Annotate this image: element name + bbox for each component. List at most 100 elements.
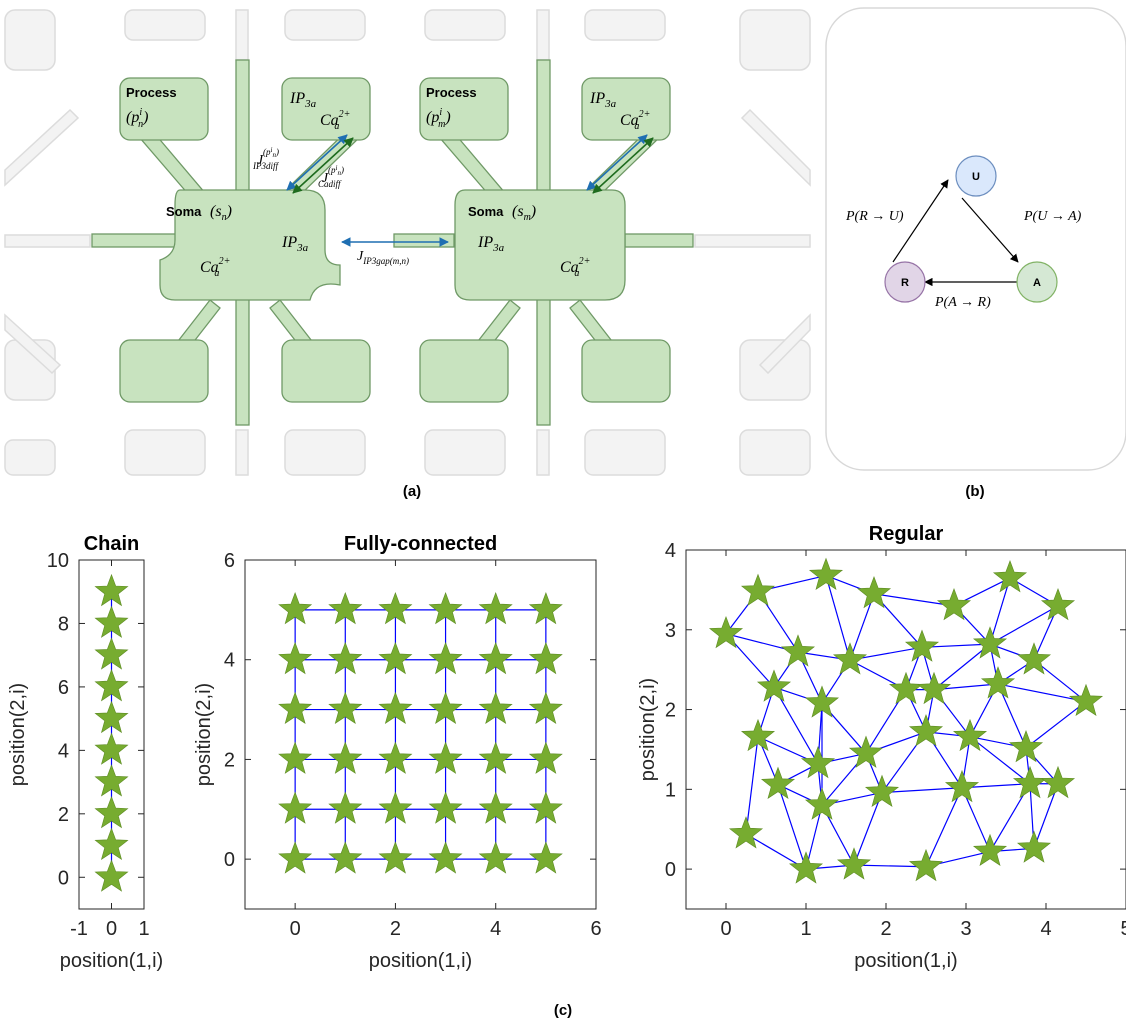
node-marker xyxy=(478,791,513,824)
node-marker xyxy=(760,766,796,799)
panel-b-frame xyxy=(825,7,1126,471)
node-marker xyxy=(708,615,744,649)
node-marker xyxy=(756,669,792,702)
x-tick-label: 0 xyxy=(720,918,731,940)
y-axis-label: position(2,i) xyxy=(7,683,29,786)
graph-edge xyxy=(849,593,875,661)
node-marker xyxy=(1016,830,1052,863)
state-r-label: R xyxy=(901,277,909,289)
y-tick-label: 2 xyxy=(58,804,69,826)
y-axis-label: position(2,i) xyxy=(637,678,659,781)
node-marker xyxy=(800,745,836,779)
y-tick-label: 10 xyxy=(47,550,69,572)
state-a-node xyxy=(1016,261,1058,303)
graph-edge xyxy=(961,787,991,852)
node-marker xyxy=(944,769,980,803)
node-marker xyxy=(788,851,824,884)
y-tick-label: 3 xyxy=(665,620,676,642)
node-marker xyxy=(378,741,413,774)
node-marker xyxy=(740,573,776,606)
state-a-label: A xyxy=(1033,277,1041,289)
node-marker xyxy=(972,626,1008,659)
graph-edge xyxy=(777,784,807,870)
chart-title: Chain xyxy=(84,533,140,555)
chart-regular: Regular01234501234position(1,i)position(… xyxy=(637,523,1126,972)
node-marker xyxy=(428,641,463,675)
x-tick-label: 4 xyxy=(1040,918,1051,940)
y-tick-label: 4 xyxy=(665,540,676,562)
node-marker xyxy=(832,642,868,675)
node-marker xyxy=(528,741,563,774)
j-ip3gap-label: JIP3gap(m,n) xyxy=(357,249,409,266)
transition-a-to-r: P(A → R) xyxy=(934,295,991,310)
node-marker xyxy=(780,634,816,667)
soma-n-symbol: (sn) xyxy=(210,203,232,223)
node-marker xyxy=(328,641,363,675)
node-marker xyxy=(528,841,563,874)
y-tick-label: 2 xyxy=(665,700,676,722)
node-marker xyxy=(856,576,892,609)
node-marker xyxy=(278,592,313,625)
node-marker xyxy=(478,691,513,724)
graph-edge xyxy=(989,605,1059,645)
node-marker xyxy=(378,691,413,724)
chart-title: Fully-connected xyxy=(344,533,497,555)
node-marker xyxy=(428,841,463,874)
node-marker xyxy=(528,791,563,824)
y-tick-label: 1 xyxy=(665,779,676,801)
caption-a: (a) xyxy=(403,483,421,500)
graph-edge xyxy=(1033,659,1087,703)
plot-frame xyxy=(685,549,1126,910)
node-marker xyxy=(378,791,413,824)
node-marker xyxy=(94,573,129,607)
y-tick-label: 0 xyxy=(224,849,235,871)
node-marker xyxy=(808,557,844,590)
node-marker xyxy=(972,833,1008,866)
node-marker xyxy=(428,791,463,824)
graph-edge xyxy=(825,575,851,661)
state-r-node xyxy=(884,261,926,303)
node-marker xyxy=(864,774,900,807)
flux-arrows xyxy=(286,134,654,247)
soma-m-label: Soma xyxy=(468,204,504,219)
node-marker xyxy=(916,671,952,705)
node-marker xyxy=(94,700,129,734)
transition-r-to-u: P(R → U) xyxy=(845,209,904,224)
x-tick-label: 1 xyxy=(138,918,149,940)
y-tick-label: 0 xyxy=(665,859,676,881)
graph-edge xyxy=(925,787,963,867)
soma-m-symbol: (sm) xyxy=(512,203,536,223)
y-tick-label: 2 xyxy=(224,749,235,771)
graph-edge xyxy=(933,643,991,691)
y-tick-label: 8 xyxy=(58,613,69,635)
node-marker xyxy=(1068,683,1104,716)
node-marker xyxy=(1008,729,1044,763)
graph-edge xyxy=(997,683,1087,703)
node-marker xyxy=(908,848,944,882)
node-marker xyxy=(378,841,413,874)
node-marker xyxy=(804,787,840,820)
node-marker xyxy=(378,592,413,625)
graph-edge xyxy=(873,593,955,607)
node-marker xyxy=(478,741,513,774)
process-box-n xyxy=(119,77,209,141)
node-marker xyxy=(428,741,463,774)
node-marker xyxy=(428,592,463,625)
node-marker xyxy=(278,841,313,874)
node-marker xyxy=(94,637,129,670)
node-marker xyxy=(936,587,972,621)
node-marker xyxy=(94,669,129,702)
graph-edge xyxy=(745,736,759,835)
y-tick-label: 4 xyxy=(58,740,69,762)
soma-n-label: Soma xyxy=(166,204,202,219)
node-marker xyxy=(94,827,129,860)
node-marker xyxy=(804,685,840,718)
node-marker xyxy=(328,691,363,724)
graph-edge xyxy=(853,864,927,868)
node-marker xyxy=(908,714,944,747)
node-marker xyxy=(278,741,313,774)
node-marker xyxy=(94,764,129,797)
graph-edge xyxy=(853,792,883,866)
